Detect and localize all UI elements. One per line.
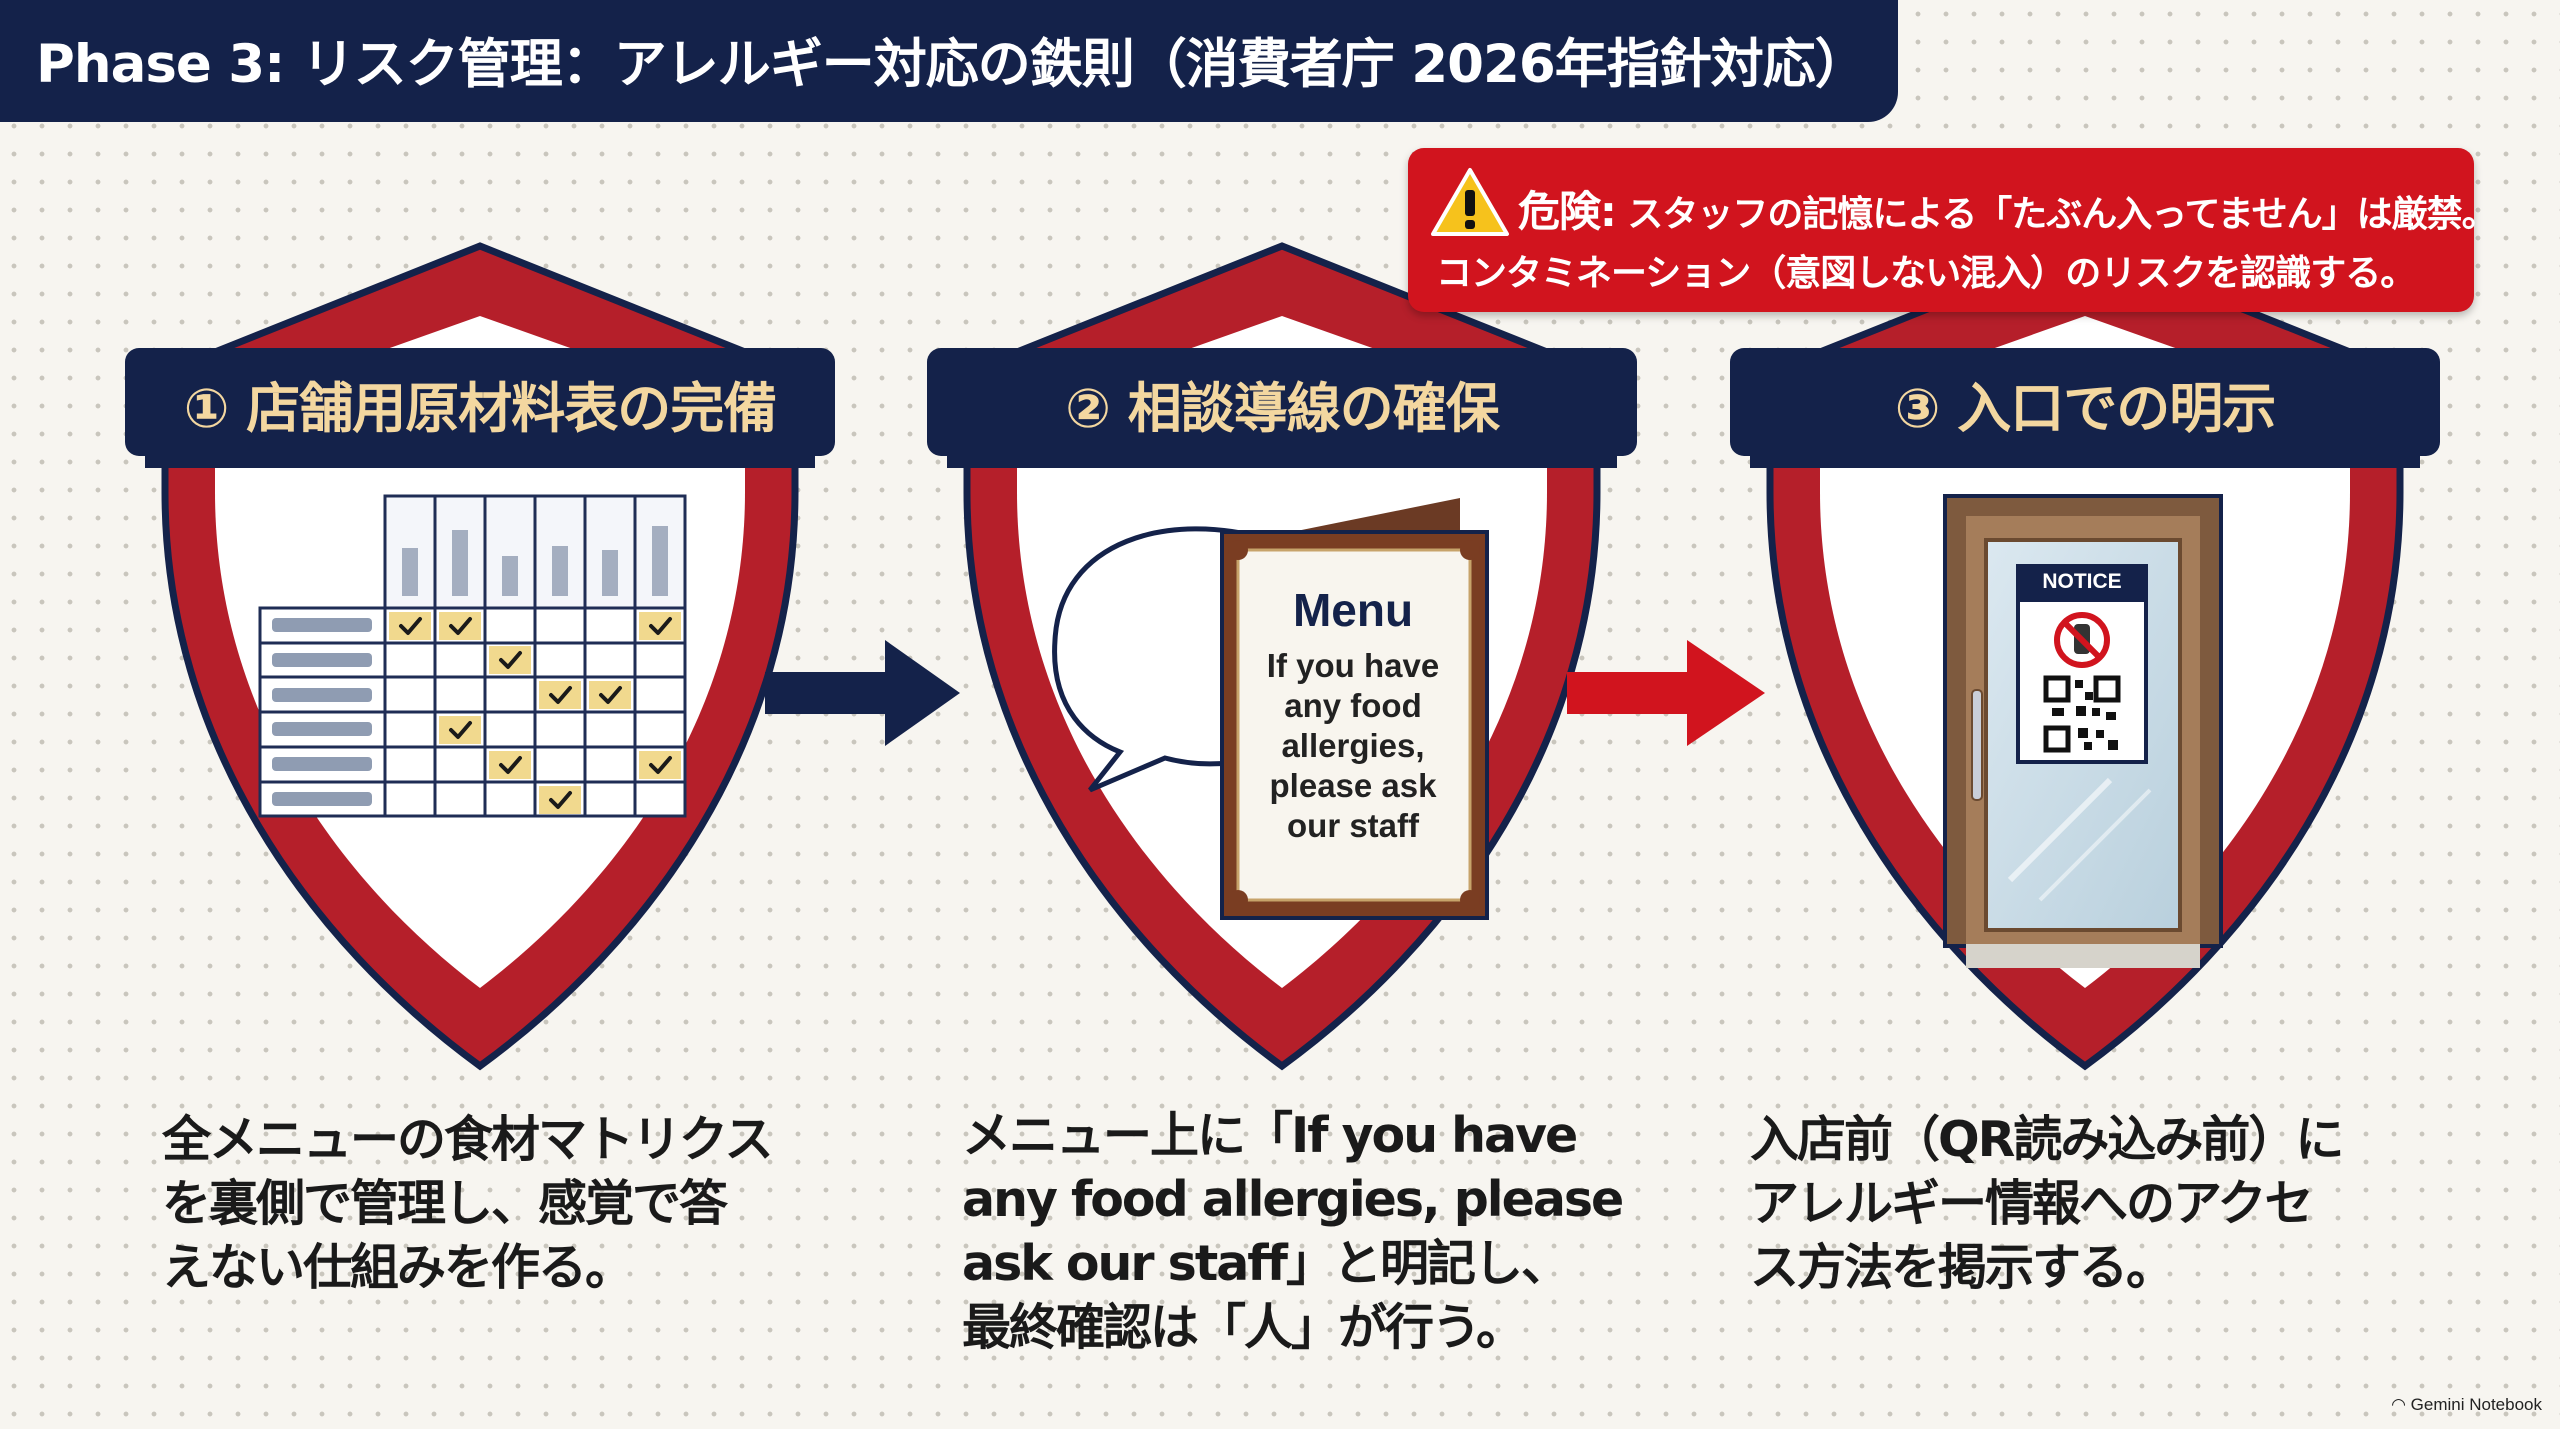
page-title: Phase 3: リスク管理：アレルギー対応の鉄則（消費者庁 2026年指針対応… xyxy=(36,34,1868,95)
header-bar: Phase 3: リスク管理：アレルギー対応の鉄則（消費者庁 2026年指針対応… xyxy=(0,0,1898,122)
desc-line: any food allergies, please xyxy=(962,1171,1624,1228)
brand-name: Gemini Notebook xyxy=(2410,1395,2542,1414)
step-1-title: ① 店舗用原材料表の完備 xyxy=(183,377,778,440)
desc-line: 全メニューの食材マトリクス xyxy=(162,1111,774,1168)
warning-callout: 危険: スタッフの記憶による「たぶん入ってません」は厳禁。 コンタミネーション（… xyxy=(1408,148,2498,312)
desc-line: を裏側で管理し、感覚で答 xyxy=(162,1175,728,1232)
door-notice-icon xyxy=(1943,494,2223,968)
desc-line: ask our staff」と明記し、 xyxy=(962,1235,1570,1292)
desc-line: えない仕組みを作る。 xyxy=(162,1239,634,1296)
menu-card-line: please ask xyxy=(1269,767,1437,804)
warning-triangle-icon xyxy=(1431,168,1509,236)
step-1-description: 全メニューの食材マトリクス を裏側で管理し、感覚で答 えない仕組みを作る。 xyxy=(162,1108,774,1300)
brand-logo-icon: ◠ xyxy=(2391,1395,2411,1414)
arrow-2-to-3-icon xyxy=(1567,640,1765,746)
step-3-title: ③ 入口での明示 xyxy=(1894,377,2277,440)
step-3-description: 入店前（QR読み込み前）に アレルギー情報へのアクセ ス方法を掲示する。 xyxy=(1750,1108,2344,1300)
menu-card-line: any food xyxy=(1284,687,1422,724)
warning-text-2: コンタミネーション（意図しない混入）のリスクを認識する。 xyxy=(1436,253,2416,294)
warning-text-1: スタッフの記憶による「たぶん入ってません」は厳禁。 xyxy=(1627,194,2497,235)
step-2-description: メニュー上に「If you have any food allergies, p… xyxy=(962,1104,1624,1360)
menu-card-line: allergies, xyxy=(1281,727,1425,764)
menu-card-line: our staff xyxy=(1287,807,1419,844)
warning-line-1: 危険: スタッフの記憶による「たぶん入ってません」は厳禁。 xyxy=(1518,178,2498,239)
footer-brand: ◠ Gemini Notebook xyxy=(2391,1395,2542,1415)
menu-card: Menu If you have any food allergies, ple… xyxy=(1248,582,1458,846)
menu-speech-bubble-icon xyxy=(1052,498,1489,920)
desc-line: メニュー上に「If you have xyxy=(962,1107,1578,1164)
step-2-title: ② 相談導線の確保 xyxy=(1065,377,1500,440)
menu-card-line: If you have xyxy=(1266,647,1440,684)
ingredient-matrix-icon xyxy=(258,494,687,818)
desc-line: 入店前（QR読み込み前）に xyxy=(1750,1111,2344,1168)
desc-line: アレルギー情報へのアクセ xyxy=(1750,1175,2314,1232)
notice-label: NOTICE xyxy=(2042,570,2122,593)
menu-card-title: Menu xyxy=(1292,584,1414,636)
desc-line: 最終確認は「人」が行う。 xyxy=(962,1299,1525,1356)
warning-label: 危険: xyxy=(1518,187,1617,236)
desc-line: ス方法を掲示する。 xyxy=(1750,1239,2175,1296)
arrow-1-to-2-icon xyxy=(765,640,960,746)
